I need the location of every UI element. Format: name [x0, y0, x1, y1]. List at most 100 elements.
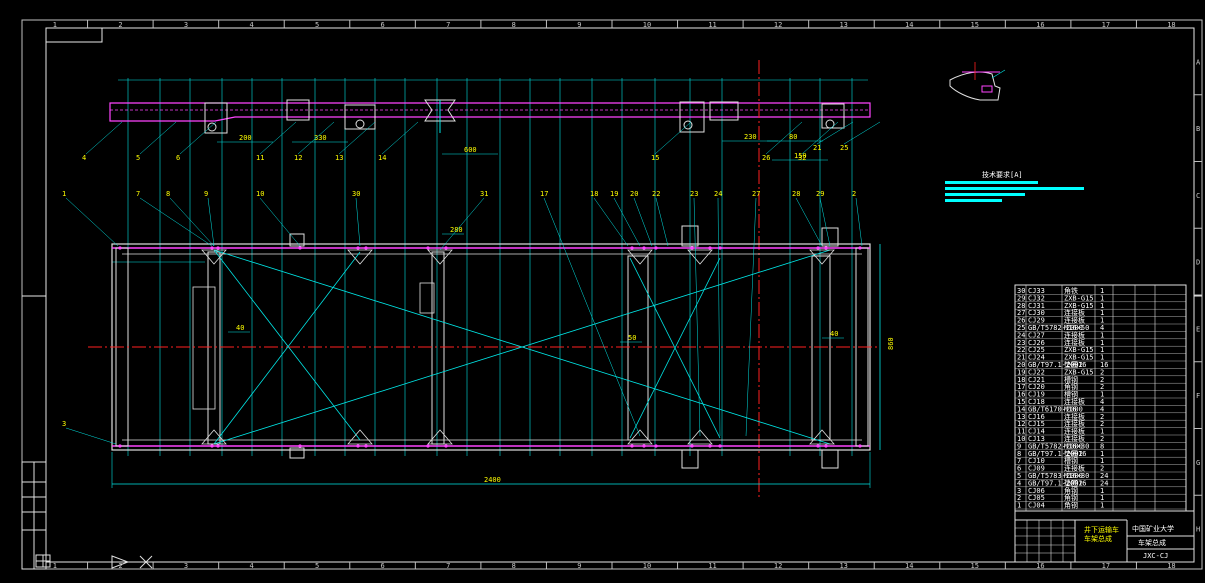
diagonal-brace-2 [213, 249, 831, 445]
zone-label-bottom: 14 [905, 562, 913, 570]
zone-label-top: 12 [774, 21, 782, 29]
top-view-bolt-3 [683, 120, 693, 130]
plan-callout-number: 18 [590, 190, 598, 198]
zone-label-bottom: 18 [1167, 562, 1175, 570]
part-quantity: 1 [1100, 302, 1104, 310]
plan-callout-leader [65, 197, 119, 247]
projection-cone-icon [111, 555, 130, 569]
part-number: 10 [1017, 435, 1025, 443]
bolt-hole-top [210, 246, 214, 250]
top-callout-leader [259, 121, 297, 155]
part-code: CJ31 [1028, 302, 1045, 310]
zone-label-right: D [1196, 259, 1200, 267]
top-dim-label: 200 [239, 134, 252, 142]
top-callout-leader [801, 121, 839, 155]
zone-label-bottom: 6 [381, 562, 385, 570]
part-name: 连接板 [1064, 308, 1085, 317]
part-code: CJ33 [1028, 287, 1045, 295]
zone-label-top: 2 [118, 21, 122, 29]
part-number: 22 [1017, 346, 1025, 354]
part-quantity: 2 [1100, 368, 1104, 376]
top-view-beam [109, 102, 871, 122]
plan-callout-number: 30 [352, 190, 360, 198]
diagonal-brace-6 [629, 257, 721, 439]
part-code: CJ10 [1028, 457, 1045, 465]
part-name: ZXB-G15 [1064, 368, 1094, 376]
projection-cross-b [139, 555, 153, 569]
part-code: CJ26 [1028, 339, 1045, 347]
part-quantity: 8 [1100, 442, 1104, 450]
top-callout-number: 12 [294, 154, 302, 162]
plan-callout-number: 20 [630, 190, 638, 198]
part-number: 17 [1017, 383, 1025, 391]
plan-callout-number: 2 [852, 190, 856, 198]
part-quantity: 2 [1100, 435, 1104, 443]
part-quantity: 2 [1100, 413, 1104, 421]
gusset-top [201, 249, 227, 265]
plan-callout-number: 27 [752, 190, 760, 198]
part-number: 28 [1017, 302, 1025, 310]
plan-callout-number: 22 [652, 190, 660, 198]
plan-callout-number: 24 [714, 190, 722, 198]
top-callout-number: 32 [798, 154, 806, 162]
zone-label-bottom: 11 [708, 562, 716, 570]
part-name: 连接板 [1064, 434, 1085, 443]
part-name: M16×80 [1064, 472, 1089, 480]
part-number: 30 [1017, 287, 1025, 295]
part-number: 26 [1017, 317, 1025, 325]
crossmember-3 [627, 255, 649, 441]
part-number: 24 [1017, 331, 1025, 339]
top-callout-leader [338, 121, 376, 155]
parts-table-grid [1015, 285, 1186, 511]
plan-dim-label: 50 [628, 334, 636, 342]
part-number: 23 [1017, 339, 1025, 347]
gusset-bottom [627, 429, 653, 445]
bolt-hole-top [364, 246, 368, 250]
zone-label-top: 16 [1036, 21, 1044, 29]
bolt-hole-bottom [642, 444, 646, 448]
title-block-school: 中国矿业大学 [1132, 524, 1174, 533]
part-quantity: 4 [1100, 324, 1104, 332]
top-dim-label: 150 [794, 152, 807, 160]
bolt-hole-bottom [118, 444, 122, 448]
zone-label-bottom: 10 [643, 562, 651, 570]
top-view-bracket-left [204, 102, 228, 134]
part-name: 槽钢 [1064, 390, 1078, 399]
part-number: 13 [1017, 413, 1025, 421]
bolt-hole-bottom [356, 444, 360, 448]
plan-callout-leader [745, 197, 757, 437]
part-code: GB/T97.1-2002 [1028, 450, 1083, 458]
part-name: 垫圈16 [1064, 449, 1086, 458]
crossmember-4 [811, 255, 831, 441]
part-name: 连接板 [1064, 412, 1085, 421]
top-view-bracket-6 [821, 103, 845, 129]
part-quantity: 1 [1100, 309, 1104, 317]
part-name: 槽钢 [1064, 375, 1078, 384]
bolt-hole-top [298, 246, 302, 250]
gusset-bottom [427, 429, 453, 445]
part-code: GB/T5782-2000 [1028, 324, 1083, 332]
top-callout-leader [816, 121, 854, 145]
bolt-hole-top [824, 246, 828, 250]
zone-label-top: 11 [708, 21, 716, 29]
top-view-bolt-4 [825, 119, 835, 129]
top-callout-number: 11 [256, 154, 264, 162]
bolt-hole-bottom [690, 444, 694, 448]
bolt-hole-top [718, 246, 722, 250]
part-number: 14 [1017, 405, 1025, 413]
zone-label-top: 13 [839, 21, 847, 29]
plan-callout-number: 29 [816, 190, 824, 198]
part-number: 15 [1017, 398, 1025, 406]
top-callout-number: 21 [813, 144, 821, 152]
zone-label-top: 17 [1102, 21, 1110, 29]
part-code: CJ27 [1028, 331, 1045, 339]
